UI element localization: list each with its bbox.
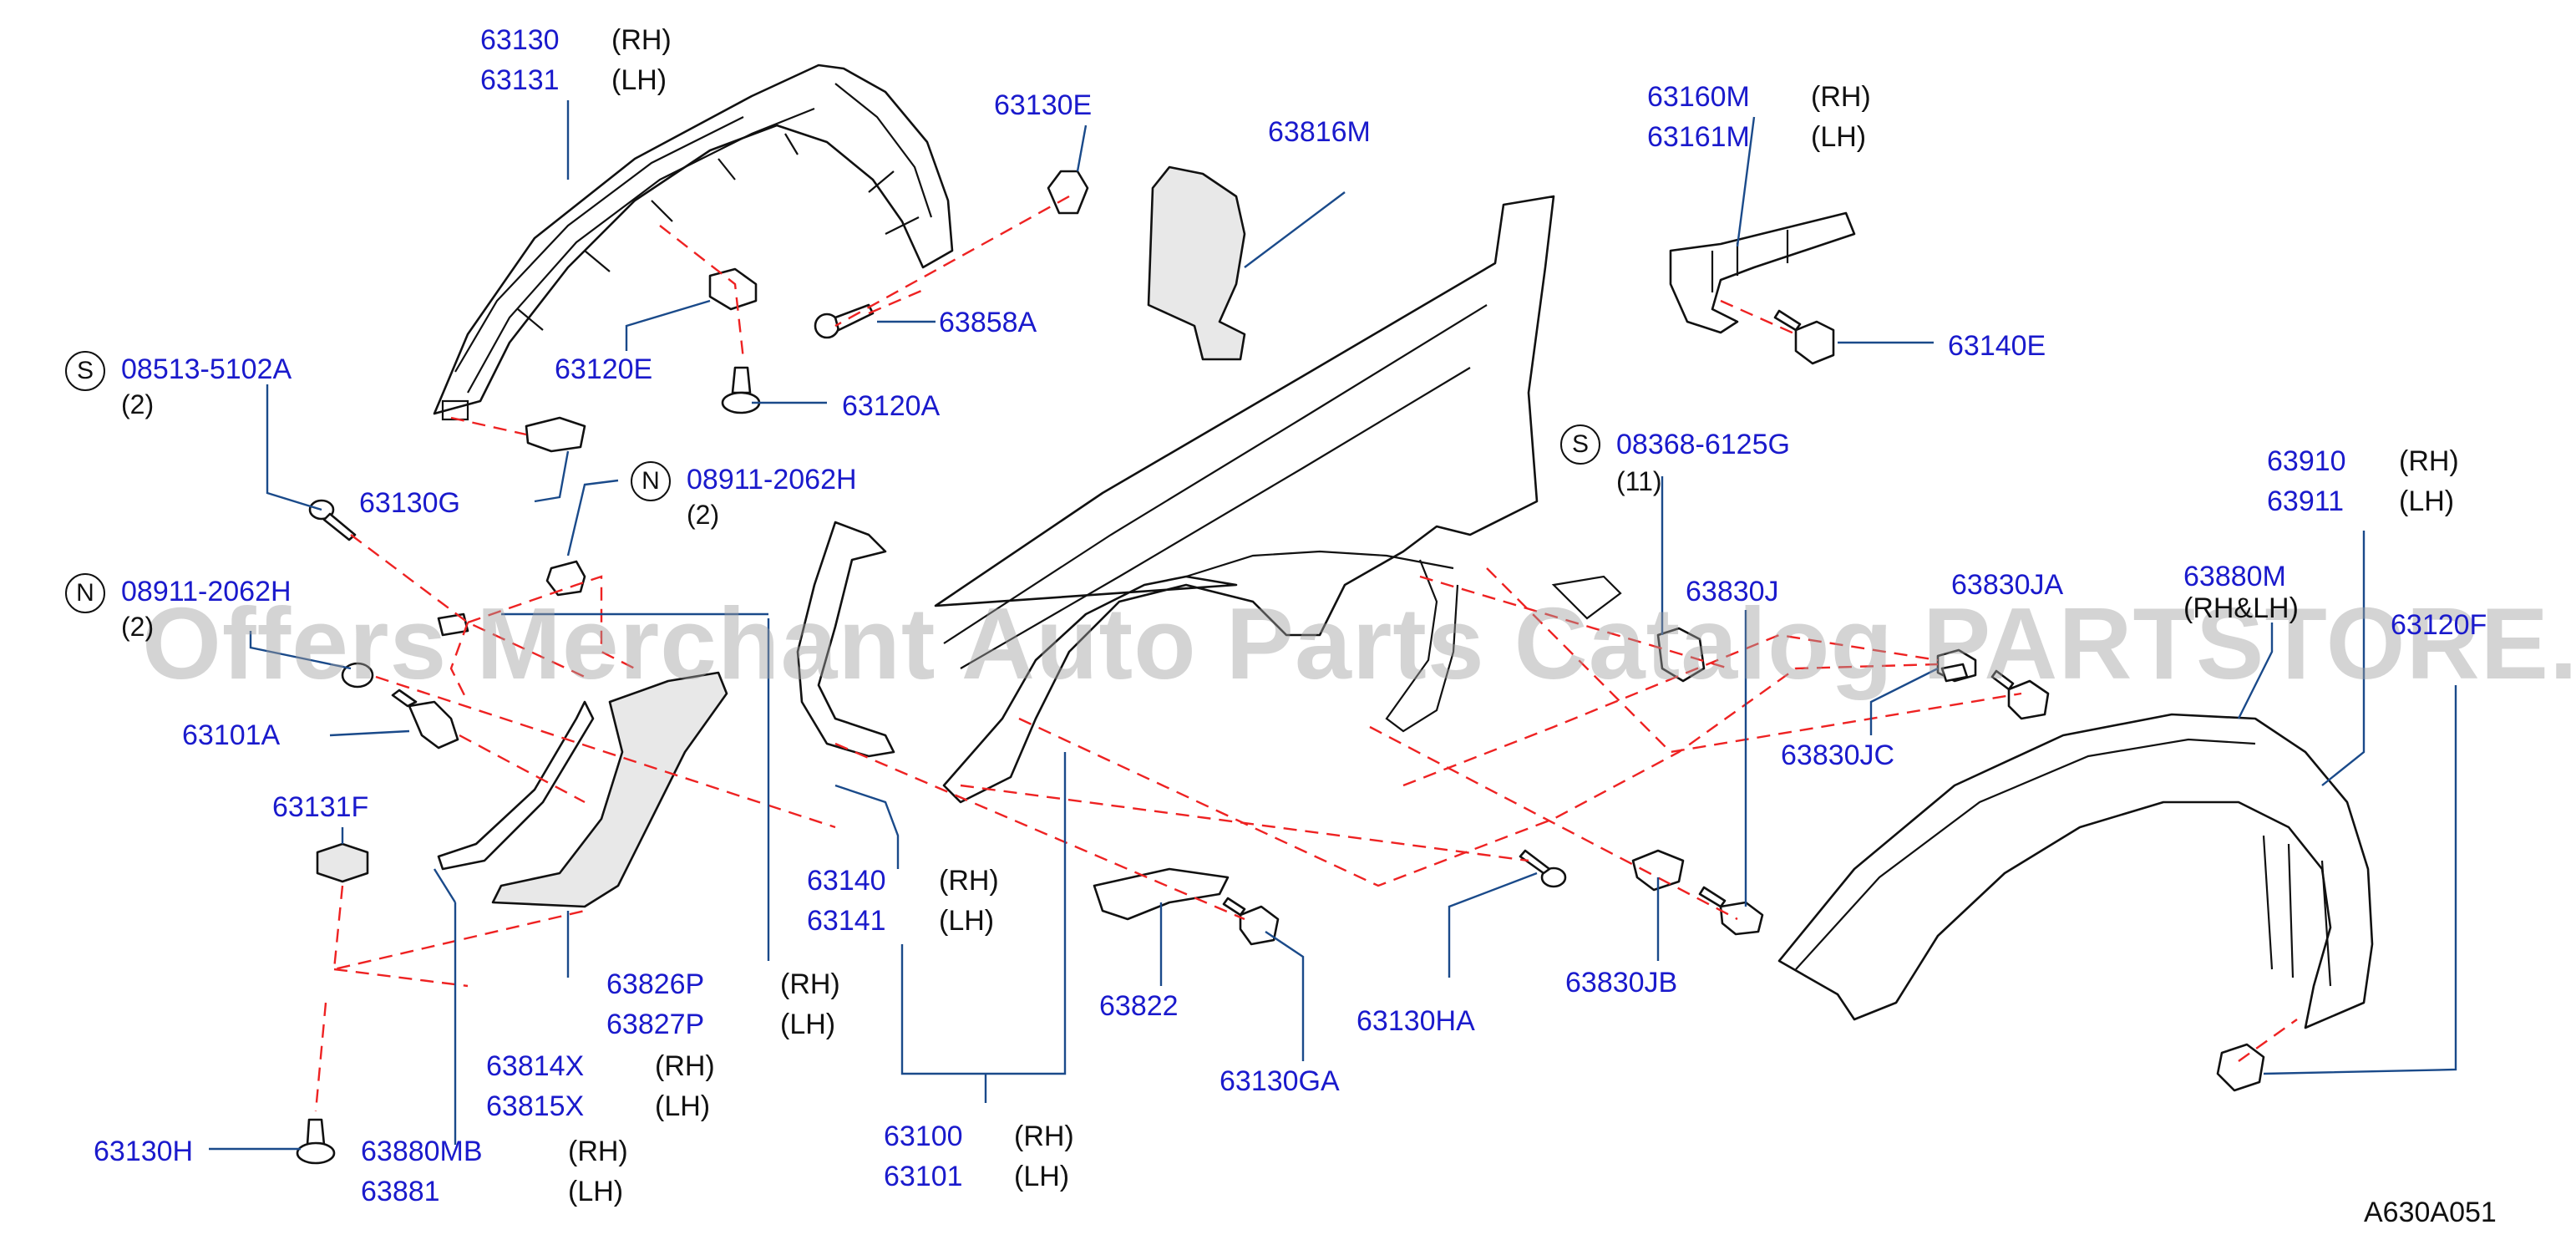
callout-63880mb[interactable]: 63880MB — [361, 1136, 483, 1167]
callout-63140e[interactable]: 63140E — [1948, 330, 2046, 362]
callout-63814x[interactable]: 63814X — [486, 1050, 585, 1082]
callout-63830ja[interactable]: 63830JA — [1951, 569, 2064, 601]
screw-63858a-drawing — [814, 303, 875, 339]
callout-63131[interactable]: 63131 — [480, 64, 560, 96]
callout-63161m-side: (LH) — [1811, 121, 1867, 153]
callout-63120a[interactable]: 63120A — [842, 390, 941, 422]
clip-63130e-drawing — [1047, 170, 1089, 215]
callout-63830j[interactable]: 63830J — [1686, 576, 1779, 607]
callout-63911-side: (LH) — [2399, 485, 2455, 517]
callout-63826p[interactable]: 63826P — [606, 968, 705, 1000]
clip-63130ga-drawing — [1222, 897, 1280, 946]
callout-08513-5102a[interactable]: 08513-5102A — [121, 353, 292, 385]
screw-63130ha-drawing — [1519, 849, 1567, 888]
badge-s-08513: S — [65, 351, 105, 391]
qty-08368: (11) — [1616, 466, 1662, 496]
callout-63131-side: (LH) — [611, 64, 667, 96]
nut-63120e-drawing — [708, 267, 758, 311]
callout-08911-2062h-lower[interactable]: 08911-2062H — [121, 576, 292, 607]
callout-63140-side: (RH) — [939, 865, 999, 897]
callout-63880m-side: (RH&LH) — [2183, 592, 2299, 624]
leader-lines — [209, 100, 2457, 1151]
callout-63822[interactable]: 63822 — [1099, 990, 1179, 1022]
clip-63140e-drawing — [1773, 309, 1835, 365]
callout-63130[interactable]: 63130 — [480, 24, 560, 56]
badge-s-08368: S — [1560, 424, 1600, 465]
callout-63120f[interactable]: 63120F — [2391, 609, 2487, 641]
callout-63160m[interactable]: 63160M — [1647, 81, 1750, 113]
callout-63100[interactable]: 63100 — [884, 1121, 963, 1152]
callout-63130ga[interactable]: 63130GA — [1220, 1065, 1340, 1097]
callout-63130g[interactable]: 63130G — [359, 487, 460, 519]
callout-63161m[interactable]: 63161M — [1647, 121, 1750, 153]
callout-63881-side: (LH) — [568, 1176, 624, 1207]
callout-63101a[interactable]: 63101A — [182, 719, 281, 751]
callout-63130e[interactable]: 63130E — [994, 89, 1093, 121]
clip-63101a-drawing — [391, 689, 459, 750]
splash-guard-drawing — [437, 671, 728, 908]
callout-63827p[interactable]: 63827P — [606, 1009, 705, 1040]
clip-63830jc-drawing — [1940, 663, 1969, 683]
callout-63130ha[interactable]: 63130HA — [1356, 1005, 1475, 1037]
badge-n-08911-upper: N — [631, 461, 671, 501]
screw-08513-drawing — [308, 499, 357, 541]
callout-63814x-side: (RH) — [655, 1050, 715, 1082]
clip-63830jb-drawing — [1631, 849, 1685, 892]
callout-63858a[interactable]: 63858A — [939, 307, 1037, 338]
callout-63130h[interactable]: 63130H — [94, 1136, 194, 1167]
callout-08911-2062h-upper[interactable]: 08911-2062H — [687, 464, 857, 495]
callout-08368-6125g[interactable]: 08368-6125G — [1616, 429, 1790, 460]
callout-63120e[interactable]: 63120E — [555, 353, 653, 385]
callout-63830jb[interactable]: 63830JB — [1565, 967, 1678, 999]
callout-63910-side: (RH) — [2399, 445, 2459, 477]
watermark: Offers Merchant Auto Parts Catalog PARTS… — [142, 587, 2576, 700]
callout-63826p-side: (RH) — [780, 968, 840, 1000]
qty-08911-upper: (2) — [687, 500, 720, 530]
screw-63130h-drawing — [296, 1118, 336, 1165]
callout-63131f[interactable]: 63131F — [272, 791, 369, 823]
assembly-lines — [314, 195, 2298, 1112]
cover-63816m-drawing — [1147, 165, 1246, 361]
callout-63880mb-side: (RH) — [568, 1136, 628, 1167]
badge-n-08911-lower: N — [65, 573, 105, 613]
callout-63130-side: (RH) — [611, 24, 672, 56]
front-fender-panel-drawing — [934, 195, 1622, 804]
clip-63830j-lower-drawing — [1698, 886, 1764, 936]
clip-63120f-drawing — [1990, 669, 2050, 720]
callout-63911[interactable]: 63911 — [2267, 485, 2345, 517]
callout-63140[interactable]: 63140 — [807, 865, 886, 897]
callout-63101[interactable]: 63101 — [884, 1161, 963, 1192]
qty-08911-lower: (2) — [121, 612, 155, 642]
bracket-63160m-drawing — [1669, 211, 1856, 334]
callout-63816m[interactable]: 63816M — [1268, 116, 1371, 148]
callout-63141-side: (LH) — [939, 905, 995, 937]
front-fender-protector-drawing — [433, 64, 954, 421]
callout-63160m-side: (RH) — [1811, 81, 1871, 113]
clip-63130g-drawing — [525, 416, 586, 453]
callout-63141[interactable]: 63141 — [807, 905, 886, 937]
qty-08513: (2) — [121, 389, 155, 419]
callout-63830jc[interactable]: 63830JC — [1781, 739, 1895, 771]
nut-08911-upper-drawing — [545, 560, 586, 597]
callout-63880m[interactable]: 63880M — [2183, 561, 2286, 592]
fender-protector-63910-drawing — [1777, 713, 2374, 1092]
callout-63910[interactable]: 63910 — [2267, 445, 2346, 477]
bracket-63140-drawing — [796, 521, 895, 758]
diagram-code: A630A051 — [2364, 1197, 2497, 1228]
callout-63100-side: (RH) — [1014, 1121, 1074, 1152]
callout-63815x-side: (LH) — [655, 1090, 711, 1122]
clip-63131-drawing — [437, 612, 469, 637]
callout-63815x[interactable]: 63815X — [486, 1090, 585, 1122]
screw-63120a-drawing — [721, 366, 761, 414]
callout-63827p-side: (LH) — [780, 1009, 836, 1040]
callout-63101-side: (LH) — [1014, 1161, 1070, 1192]
callout-63881[interactable]: 63881 — [361, 1176, 440, 1207]
clip-63131f-drawing — [316, 842, 369, 883]
